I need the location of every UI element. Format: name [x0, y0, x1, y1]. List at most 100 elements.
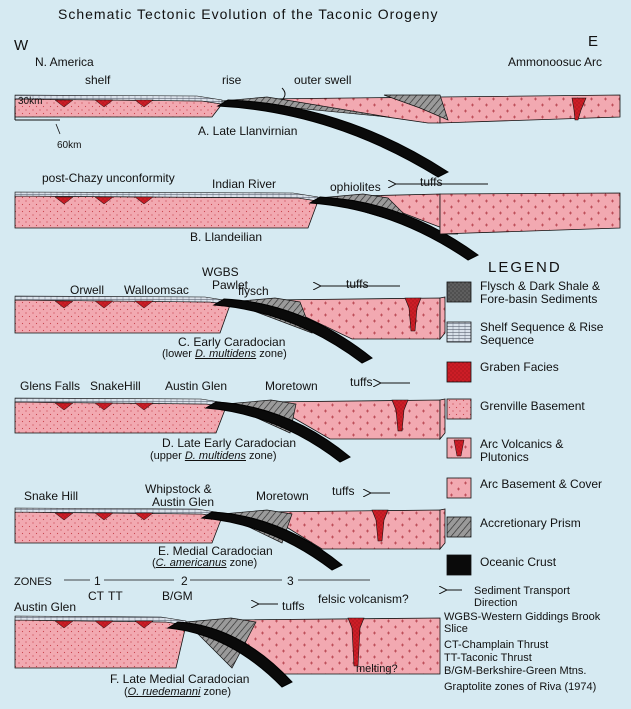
label-shelf: shelf [85, 73, 111, 87]
graben-facies-f-0 [54, 620, 74, 629]
outer-swell-marker [281, 87, 286, 101]
legend-swatch-graben [446, 361, 472, 383]
label-austin-glen-e: Austin Glen [152, 495, 215, 509]
label-n-america: N. America [35, 55, 94, 69]
legend-graben: Graben Facies [480, 360, 559, 374]
label-outer-swell: outer swell [294, 73, 352, 87]
label-wgbs: WGBS [202, 265, 239, 279]
arc-pluton-c [404, 297, 422, 332]
label-tt: TT [108, 589, 123, 603]
note-wgbs: WGBS-Western Giddings Brook Slice [444, 611, 601, 635]
label-rise: rise [222, 73, 242, 87]
caption-d: D. Late Early Caradocian [162, 436, 297, 450]
graben-facies-a-0 [54, 99, 74, 108]
oceanic-crust-a [216, 99, 450, 178]
accretionary-prism-a-east [383, 94, 449, 121]
label-melting: melting? [356, 663, 398, 675]
label-tuffs-f: tuffs [282, 599, 305, 613]
graben-facies-f-2 [134, 620, 154, 629]
oceanic-crust-d [204, 401, 351, 463]
note-ct: CT-Champlain Thrust [444, 639, 549, 651]
arc-basement-d-east [439, 398, 446, 441]
scale-bar-pointer [55, 123, 61, 135]
grenville-basement-d [14, 401, 227, 434]
graben-facies-b-1 [94, 196, 114, 205]
west-label: W [14, 37, 29, 54]
east-label: E [588, 33, 599, 50]
label-moretown-d: Moretown [265, 379, 318, 393]
label-walloomsac: Walloomsac [124, 283, 189, 297]
legend-prism: Accretionary Prism [480, 516, 581, 530]
legend-title: LEGEND [488, 259, 562, 276]
legend-swatch-flysch [446, 281, 472, 303]
diagram-title: Schematic Tectonic Evolution of the Taco… [58, 6, 439, 22]
label-bgm: B/GM [162, 589, 193, 603]
graben-facies-a-1 [94, 99, 114, 108]
label-snake-hill-e: Snake Hill [24, 489, 79, 503]
graben-facies-c-1 [94, 300, 114, 309]
graben-facies-b-0 [54, 196, 74, 205]
label-felsic: felsic volcanism? [318, 592, 409, 606]
scale-depth: 30km [18, 96, 43, 107]
oceanic-crust-e [200, 511, 343, 571]
label-whipstock: Whipstock & [145, 482, 212, 496]
caption-b: B. Llandeilian [190, 230, 263, 244]
caption-c: C. Early Caradocian [178, 335, 286, 349]
label-zone-3: 3 [287, 574, 294, 588]
graben-facies-d-1 [94, 402, 114, 411]
legend-swatch-arc-basement [446, 477, 472, 499]
grenville-basement-a [14, 98, 223, 118]
legend-swatch-oceanic [446, 554, 472, 576]
label-post-chazy: post-Chazy unconformity [42, 171, 175, 185]
label-ammonoosuc-arc: Ammonoosuc Arc [508, 55, 603, 69]
label-tuffs-c: tuffs [346, 277, 369, 291]
label-flysch: flysch [238, 284, 269, 298]
note-tt: TT-Taconic Thrust [444, 652, 532, 664]
caption-f: F. Late Medial Caradocian [110, 672, 250, 686]
legend-swatch-grenville [446, 398, 472, 420]
oceanic-crust-b [308, 196, 479, 261]
legend-grenville: Grenville Basement [480, 399, 585, 413]
label-tuffs-e: tuffs [332, 484, 355, 498]
label-austin-glen-d: Austin Glen [165, 379, 228, 393]
arc-basement-e-east [439, 508, 446, 551]
label-glens-falls: Glens Falls [20, 379, 81, 393]
note-sediment-transport: Sediment Transport Direction [474, 585, 570, 609]
subcaption-f: (O. ruedemanni zone) [124, 686, 232, 698]
legend-flysch: Flysch & Dark Shale & Fore-basin Sedimen… [480, 279, 601, 306]
note-bgm: B/GM-Berkshire-Green Mtns. [444, 665, 587, 677]
scale-width: 60km [57, 140, 82, 151]
note-graptolite: Graptolite zones of Riva (1974) [444, 681, 597, 693]
graben-facies-f-1 [94, 620, 114, 629]
label-ophiolites: ophiolites [330, 180, 381, 194]
graben-facies-d-0 [54, 402, 74, 411]
legend-arc-basement: Arc Basement & Cover [480, 477, 603, 491]
graben-facies-e-1 [94, 512, 114, 521]
caption-a: A. Late Llanvirnian [198, 124, 298, 138]
label-austin-glen-f: Austin Glen [14, 600, 77, 614]
graben-facies-c-2 [134, 300, 154, 309]
graben-facies-b-2 [134, 196, 154, 205]
accretionary-prism-a [221, 96, 389, 118]
label-moretown-e: Moretown [256, 489, 309, 503]
label-zone-2: 2 [181, 574, 188, 588]
label-indian-river: Indian River [212, 177, 277, 191]
graben-facies-d-2 [134, 402, 154, 411]
legend-arc-volcanics: Arc Volcanics & Plutonics [480, 437, 564, 464]
subcaption-e: (C. americanus zone) [152, 557, 258, 569]
oceanic-crust-f [166, 621, 293, 688]
graben-facies-a-2 [134, 99, 154, 108]
grenville-basement-f [14, 619, 187, 669]
legend-swatch-shelf [446, 321, 472, 343]
grenville-basement-c [14, 299, 231, 334]
subcaption-d: (upper D. multidens zone) [150, 450, 277, 462]
arc-basement-a-east [439, 94, 621, 124]
label-zone-1: 1 [94, 574, 101, 588]
label-snakehill-d: SnakeHill [90, 379, 141, 393]
legend-swatch-prism [446, 516, 472, 538]
label-orwell: Orwell [70, 283, 105, 297]
legend-swatch-arc-volcanics-pluton [453, 439, 465, 457]
arc-pluton-f [347, 617, 365, 667]
subcaption-c: (lower D. multidens zone) [162, 348, 287, 360]
